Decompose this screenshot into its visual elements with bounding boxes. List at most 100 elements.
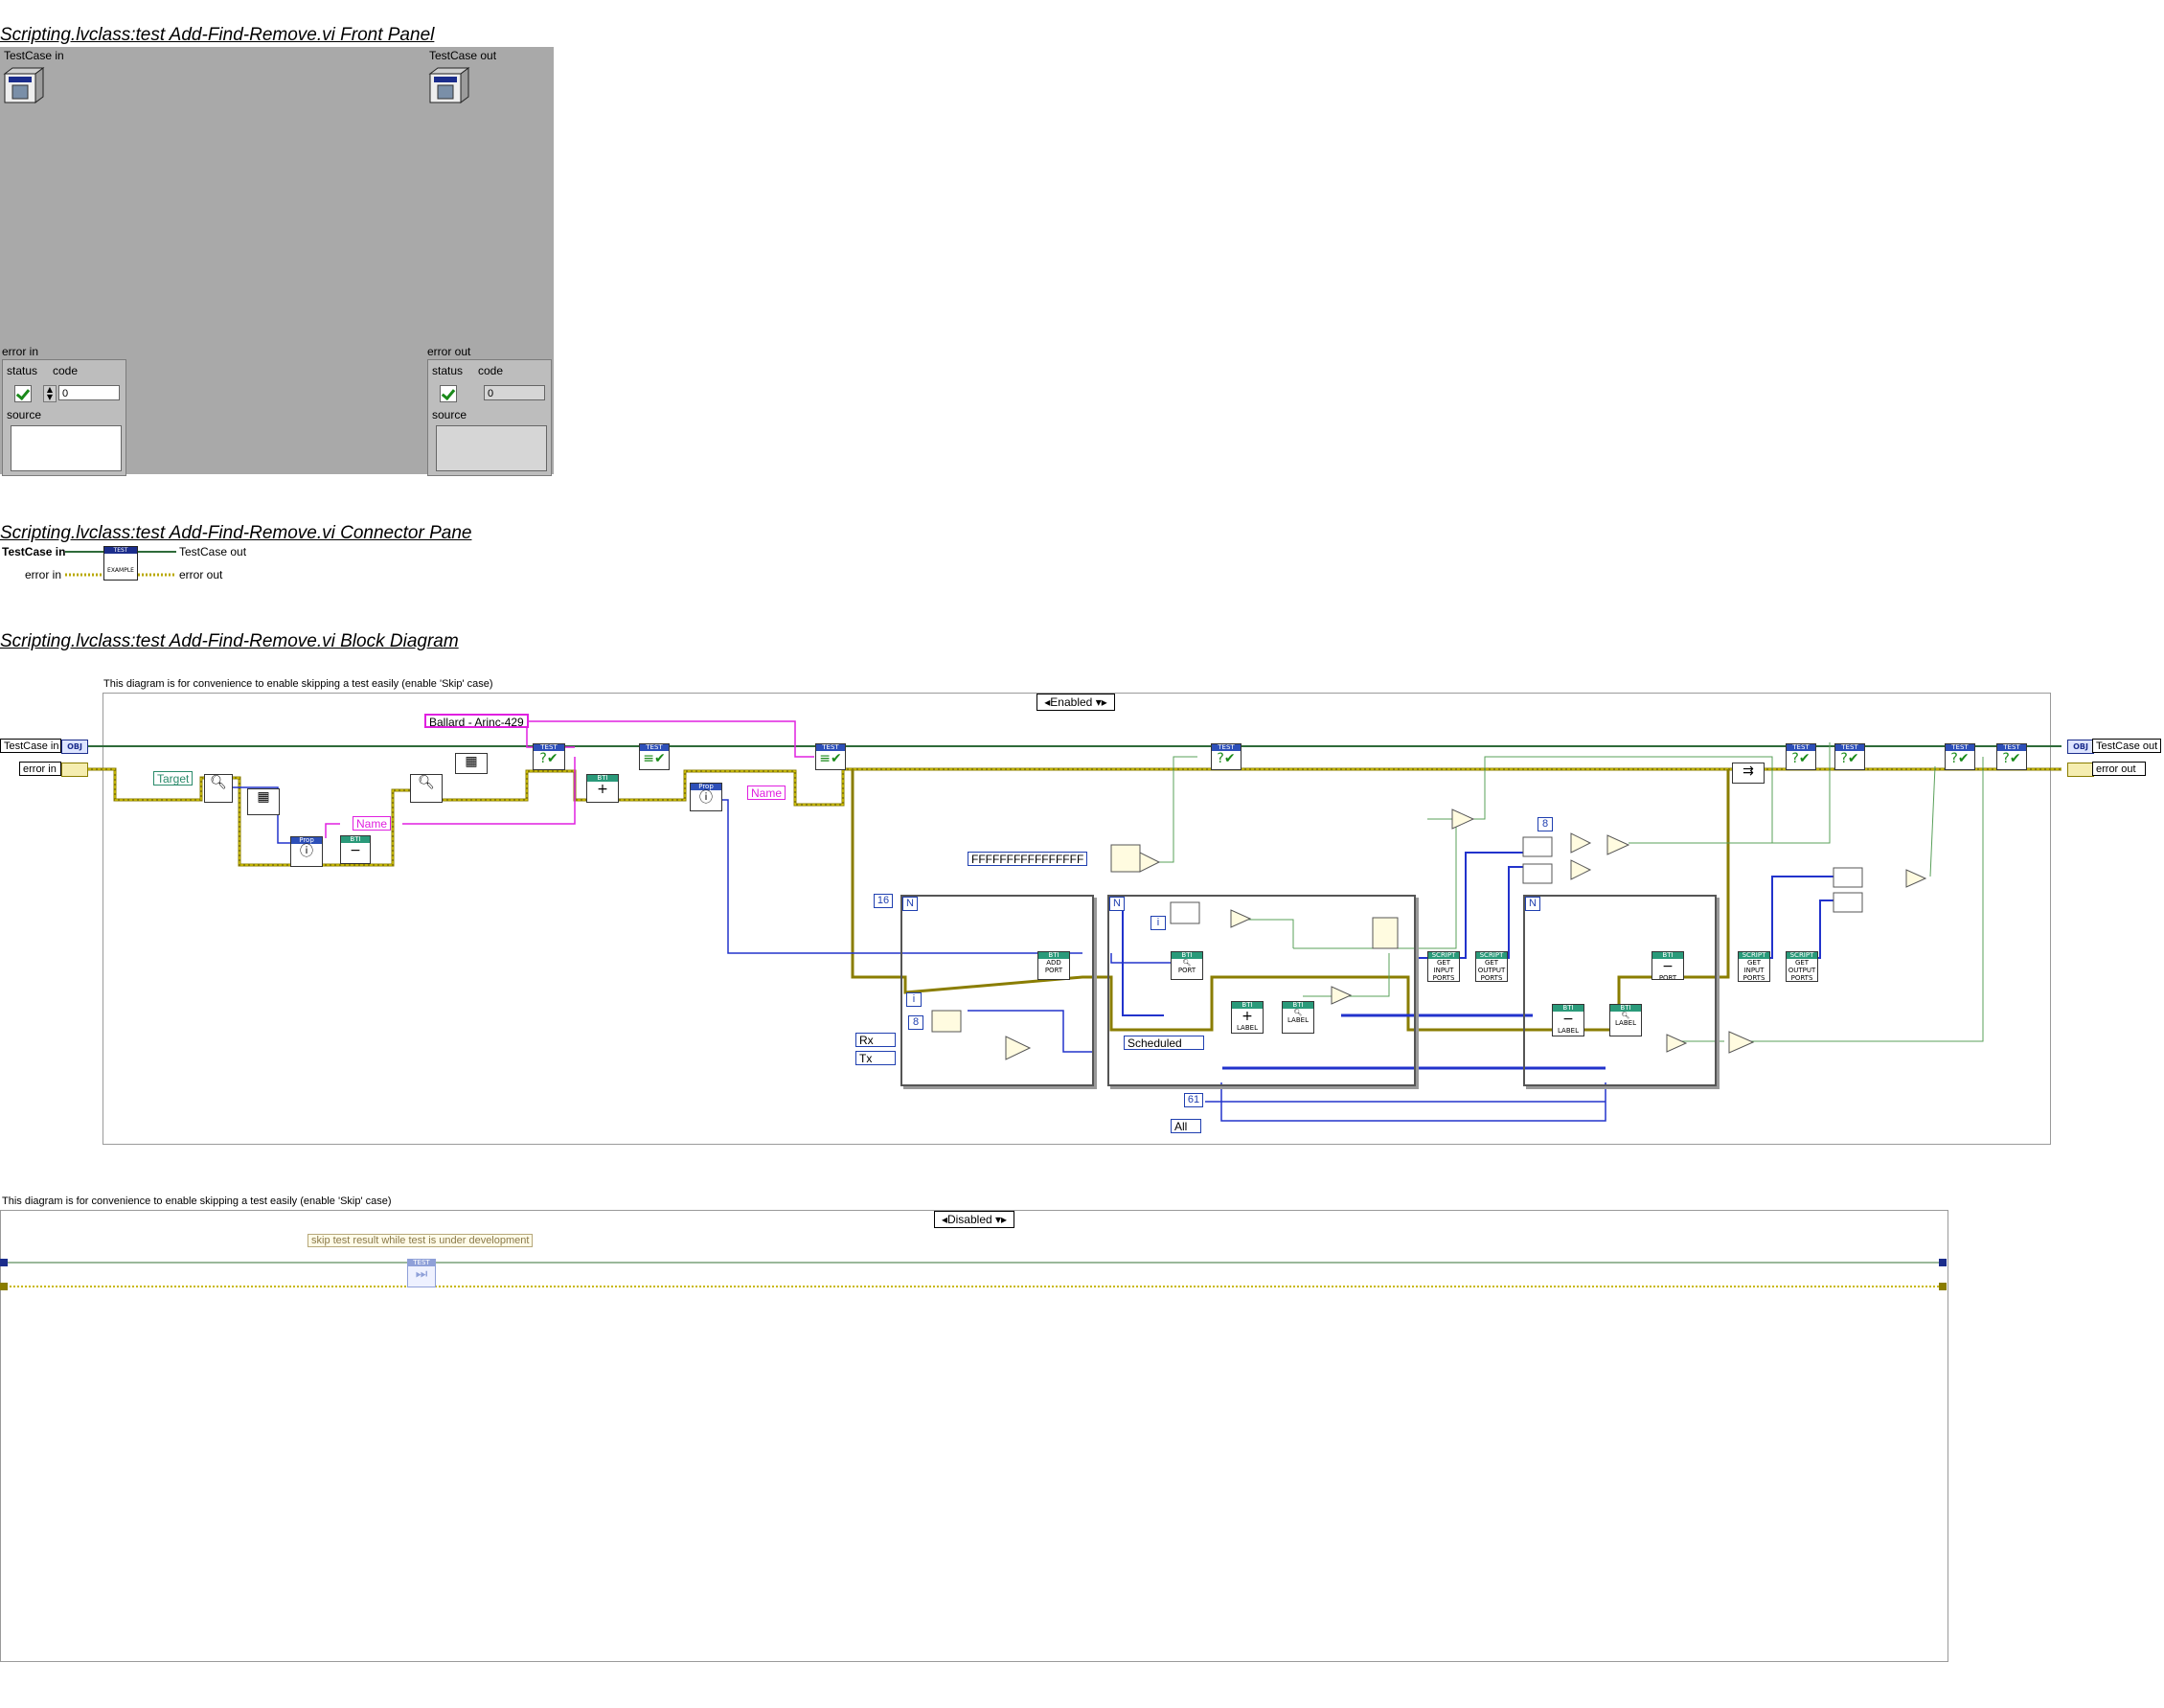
loop-iteration-terminal: i — [1150, 916, 1166, 930]
error-out-code-label: code — [478, 364, 504, 377]
minus-icon: − — [1662, 959, 1674, 974]
ballard-string-constant[interactable]: Ballard - Arinc-429 — [424, 714, 529, 729]
check-icon: ≡✔ — [643, 751, 666, 766]
error-in-source-label: source — [7, 408, 42, 421]
error-in-cluster: status code ▲▼ 0 source — [2, 359, 126, 476]
find-target-node[interactable]: 🔍︎ — [204, 774, 233, 803]
assert-node-4[interactable]: TEST?✔ — [1834, 743, 1865, 770]
error-out-status-label: status — [432, 364, 464, 377]
enabled-case-selector[interactable]: ◂Enabled ▾▸ — [1036, 694, 1115, 711]
check-icon: ?✔ — [1791, 751, 1811, 766]
disabled-case-selector[interactable]: ◂Disabled ▾▸ — [934, 1211, 1014, 1228]
compare-node-2[interactable]: TEST≡✔ — [815, 743, 846, 770]
testcase-object-icon — [3, 67, 45, 103]
loop-iteration-terminal: i — [906, 992, 922, 1007]
error-out-source-label: source — [432, 408, 467, 421]
assert-node-5[interactable]: TEST?✔ — [1945, 743, 1975, 770]
target-constant[interactable]: Target — [153, 771, 194, 786]
find-port-node[interactable]: BTI🔍︎PORT — [1171, 951, 1203, 980]
tx-enum-constant[interactable]: Tx — [855, 1051, 896, 1065]
error-out-cluster: status code 0 source — [427, 359, 552, 476]
for-loop-remove-ports[interactable]: N — [1523, 895, 1717, 1086]
add-node[interactable]: BTI+ — [586, 774, 619, 803]
error-in-code-label: code — [53, 364, 79, 377]
skip-test-node[interactable]: TEST ⏭ — [407, 1259, 436, 1287]
find-label-node-2[interactable]: BTI🔍︎LABEL — [1609, 1004, 1642, 1036]
connector-icon: TEST EXAMPLE — [103, 546, 138, 581]
n-16-constant[interactable]: 16 — [874, 894, 893, 908]
all-enum-constant[interactable]: All — [1171, 1119, 1201, 1133]
check-icon: ?✔ — [2002, 751, 2021, 766]
error-in-cluster-tag — [61, 763, 88, 777]
remove-port-node[interactable]: BTI−PORT — [1651, 951, 1684, 980]
compare-node-1[interactable]: TEST≡✔ — [639, 743, 670, 770]
name-constant-1[interactable]: Name — [353, 816, 392, 831]
front-panel: TestCase in TestCase out error in status… — [0, 47, 554, 476]
for-loop-find-ports[interactable]: N i — [1107, 895, 1416, 1086]
conn-error-in: error in — [25, 568, 62, 581]
find-node-2[interactable]: 🔍︎ — [410, 774, 443, 803]
loop-count-terminal: N — [1525, 897, 1540, 911]
error-out-cluster-tag — [2067, 763, 2094, 777]
testcase-in-label: TestCase in — [4, 49, 64, 62]
assert-node-3[interactable]: TEST?✔ — [1786, 743, 1816, 770]
connector-icon-top: TEST — [104, 547, 137, 554]
n-8b-constant[interactable]: 8 — [1538, 817, 1553, 831]
hex-constant[interactable]: FFFFFFFFFFFFFFFF — [968, 852, 1088, 866]
case-dropdown-icon[interactable]: ▾▸ — [1095, 695, 1107, 709]
front-panel-title: Scripting.lvclass:test Add-Find-Remove.v… — [0, 25, 435, 45]
n-8-constant[interactable]: 8 — [908, 1015, 923, 1030]
prev-case-arrow-icon[interactable]: ◂ — [1044, 695, 1051, 709]
testcase-in-terminal[interactable]: TestCase in — [0, 739, 61, 753]
array-icon: ▦ — [465, 754, 478, 769]
error-in-terminal[interactable]: error in — [19, 762, 61, 776]
testcase-out-terminal: TestCase out — [2092, 739, 2161, 753]
for-loop-add-ports[interactable]: N i — [900, 895, 1094, 1086]
array-index-node[interactable]: ▦ — [247, 788, 280, 815]
check-icon: ≡✔ — [819, 751, 842, 766]
error-in-code-stepper[interactable]: ▲▼ — [43, 385, 57, 402]
info-icon: ⓘ — [300, 844, 313, 859]
merge-errors-node[interactable]: ⇉ — [1732, 763, 1765, 784]
prev-case-arrow-icon[interactable]: ◂ — [941, 1213, 947, 1226]
assert-node-1[interactable]: TEST?✔ — [533, 743, 565, 770]
connector-pane-title: Scripting.lvclass:test Add-Find-Remove.v… — [0, 523, 472, 543]
check-icon: ?✔ — [1840, 751, 1859, 766]
enabled-diagram-disable-structure — [103, 693, 2051, 1145]
error-out-code-indicator: 0 — [484, 385, 545, 400]
add-label-node[interactable]: BTI+LABEL — [1231, 1001, 1264, 1034]
testcase-in-obj-tag: OBJ — [61, 740, 88, 754]
remove-label-node[interactable]: BTI−LABEL — [1552, 1004, 1584, 1036]
testcase-out-label: TestCase out — [429, 49, 497, 62]
error-in-status-checkbox[interactable] — [14, 385, 32, 402]
enabled-structure-comment: This diagram is for convenience to enabl… — [103, 678, 493, 690]
error-in-source-field[interactable] — [11, 425, 122, 471]
connector-icon-bottom: EXAMPLE — [107, 567, 134, 574]
conn-testcase-out: TestCase out — [179, 545, 247, 558]
scheduled-enum-constant[interactable]: Scheduled — [1124, 1036, 1204, 1050]
check-icon: ?✔ — [539, 751, 558, 766]
search-icon: 🔍︎ — [210, 775, 227, 790]
assert-node-6[interactable]: TEST?✔ — [1996, 743, 2027, 770]
testcase-in-control[interactable] — [3, 66, 45, 106]
name-constant-2[interactable]: Name — [747, 786, 786, 800]
n-61-constant[interactable]: 61 — [1184, 1093, 1203, 1107]
array-size-node[interactable]: ▦ — [455, 753, 488, 774]
skip-test-note: skip test result while test is under dev… — [308, 1234, 534, 1247]
error-in-code-field[interactable]: 0 — [58, 385, 120, 400]
plus-icon: + — [1241, 1009, 1253, 1024]
rx-enum-constant[interactable]: Rx — [855, 1033, 896, 1047]
case-dropdown-icon[interactable]: ▾▸ — [995, 1213, 1008, 1226]
assert-node-2[interactable]: TEST?✔ — [1211, 743, 1241, 770]
testcase-out-obj-tag: OBJ — [2067, 740, 2094, 754]
remove-node-1[interactable]: BTI− — [340, 835, 371, 864]
find-label-node[interactable]: BTI🔍︎LABEL — [1282, 1001, 1314, 1034]
conn-testcase-in: TestCase in — [2, 545, 66, 558]
